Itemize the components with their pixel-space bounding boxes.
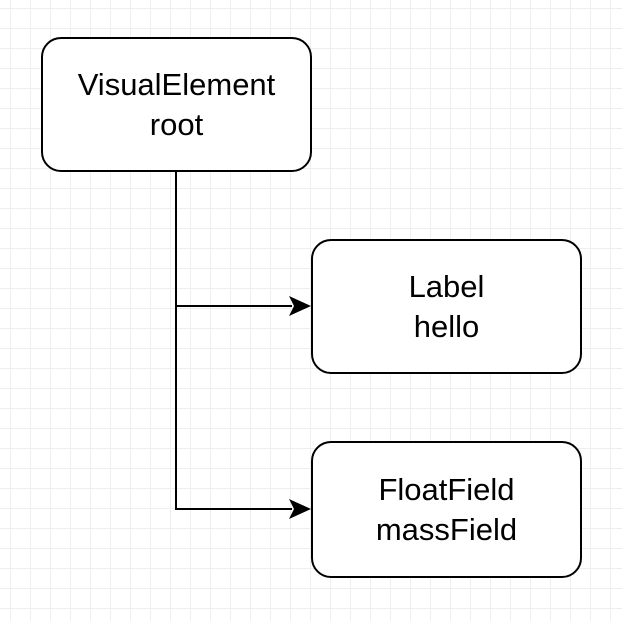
node-type-label: VisualElement (77, 66, 276, 102)
node-name-label: root (149, 106, 204, 142)
node-floatfield-massfield[interactable]: FloatField massField (311, 441, 582, 578)
node-type-label: Label (408, 268, 485, 304)
edge-root-to-label (175, 172, 292, 307)
node-name-label: massField (375, 511, 518, 547)
edge-root-to-float (175, 306, 292, 510)
node-name-label: hello (413, 308, 480, 344)
node-label-hello[interactable]: Label hello (311, 239, 582, 374)
arrowhead-root-to-float (289, 499, 311, 519)
arrowhead-root-to-label (289, 296, 311, 316)
node-visualelement-root[interactable]: VisualElement root (41, 37, 312, 172)
node-type-label: FloatField (378, 471, 515, 507)
